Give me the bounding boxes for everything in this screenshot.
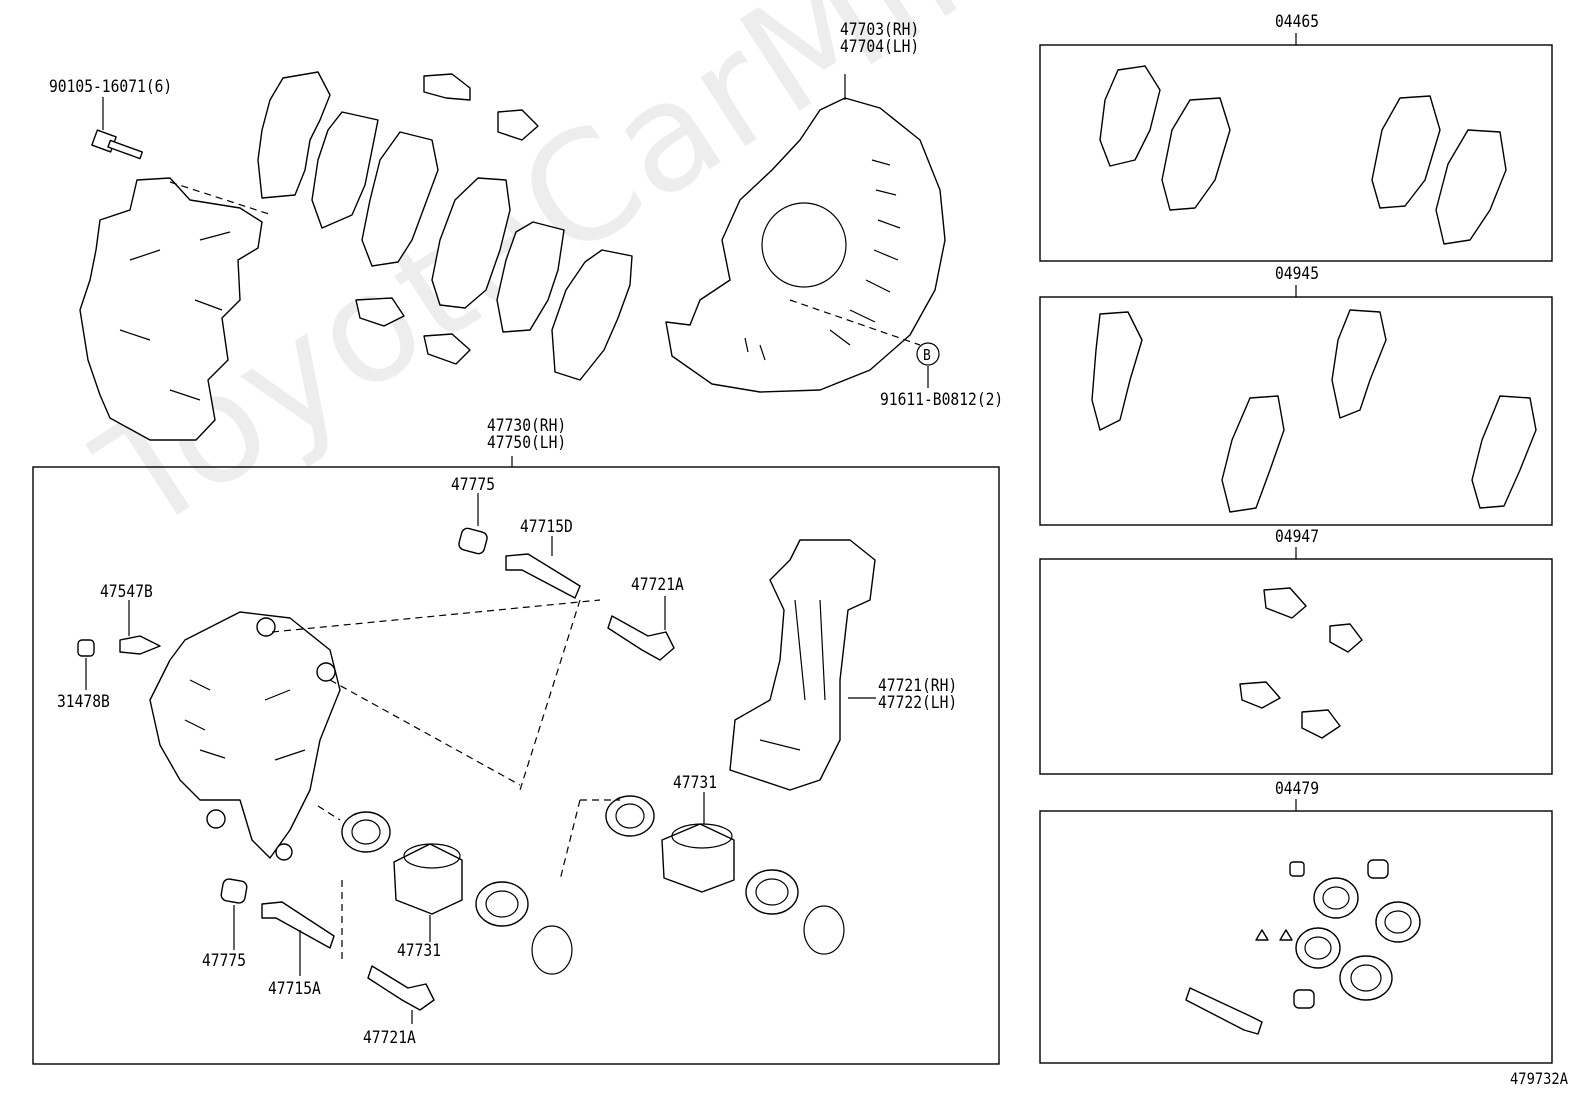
- label-bushing-bottom: 47775: [202, 951, 247, 971]
- steering-knuckle: [79, 177, 263, 441]
- shim-kit-items: [1091, 309, 1537, 513]
- slide-pin-d: [505, 553, 581, 599]
- pad-kit-items: [1099, 65, 1507, 245]
- label-fitting-kit: 04947: [1275, 527, 1320, 547]
- disc-brake-dust-shield: [665, 97, 946, 393]
- bushing-bottom: [220, 878, 248, 904]
- slide-pin-a: [261, 901, 335, 949]
- label-callout-b: B: [923, 346, 931, 364]
- label-bleeder: 47547B: [100, 582, 153, 602]
- bolt-47721a-top: [607, 615, 675, 661]
- label-pin-d: 47715D: [520, 517, 573, 537]
- boot-left: [475, 881, 529, 927]
- label-bolt-90105: 90105-16071(6): [49, 77, 173, 97]
- diagram-id: 479732A: [1510, 1069, 1568, 1088]
- label-pin-a: 47715A: [268, 979, 321, 999]
- caliper-assembly-frame: [32, 466, 1000, 1065]
- fitting-c: [355, 297, 405, 327]
- inner-shim-right: [496, 221, 565, 333]
- bushing-top: [458, 527, 488, 555]
- fitting-b: [497, 109, 539, 141]
- label-screw-91611: 91611-B0812(2): [880, 390, 1004, 410]
- fitting-d: [423, 333, 471, 365]
- label-cylinder-kit: 04479: [1275, 779, 1320, 799]
- piston-seal-left: [341, 811, 391, 853]
- label-bolt-a-top: 47721A: [631, 575, 684, 595]
- label-mounting: 47721(RH) 47722(LH): [878, 678, 957, 712]
- label-mounting-rh: 47721(RH): [878, 676, 958, 696]
- label-shim-kit: 04945: [1275, 264, 1320, 284]
- boot-right: [745, 869, 799, 915]
- label-shield: 47703(RH) 47704(LH): [840, 22, 919, 56]
- outer-shim-left: [257, 71, 331, 199]
- bolt-47721a-bottom: [367, 965, 435, 1011]
- label-bushing-top: 47775: [451, 475, 496, 495]
- bleeder-cap: [77, 639, 95, 657]
- label-cap: 31478B: [57, 692, 110, 712]
- label-main-assembly: 47730(RH) 47750(LH): [487, 418, 566, 452]
- bolt-90105: [91, 129, 144, 160]
- fitting-a: [423, 73, 471, 101]
- ring-left: [531, 925, 573, 975]
- caliper-mounting: [729, 539, 876, 791]
- label-shield-rh: 47703(RH): [840, 20, 920, 40]
- label-piston-left: 47731: [397, 941, 442, 961]
- fitting-kit-frame: [1039, 558, 1553, 775]
- label-mounting-lh: 47722(LH): [878, 693, 958, 713]
- cylinder-kit-frame: [1039, 810, 1553, 1064]
- inner-shim-left: [311, 111, 379, 229]
- label-main-assembly-rh: 47730(RH): [487, 416, 567, 436]
- label-pad-kit: 04465: [1275, 12, 1320, 32]
- label-bolt-a-bottom: 47721A: [363, 1028, 416, 1048]
- bleeder-plug: [119, 635, 161, 655]
- label-main-assembly-lh: 47750(LH): [487, 433, 567, 453]
- brake-pad-right: [431, 177, 511, 309]
- outer-shim-right: [551, 249, 633, 381]
- cylinder-kit-items: [1185, 859, 1421, 1035]
- brake-pad-left: [361, 131, 439, 267]
- fitting-kit-items: [1239, 587, 1363, 739]
- label-shield-lh: 47704(LH): [840, 37, 920, 57]
- label-piston-right: 47731: [673, 773, 718, 793]
- piston-seal-right: [605, 795, 655, 837]
- caliper-body: [149, 611, 341, 859]
- ring-right: [803, 905, 845, 955]
